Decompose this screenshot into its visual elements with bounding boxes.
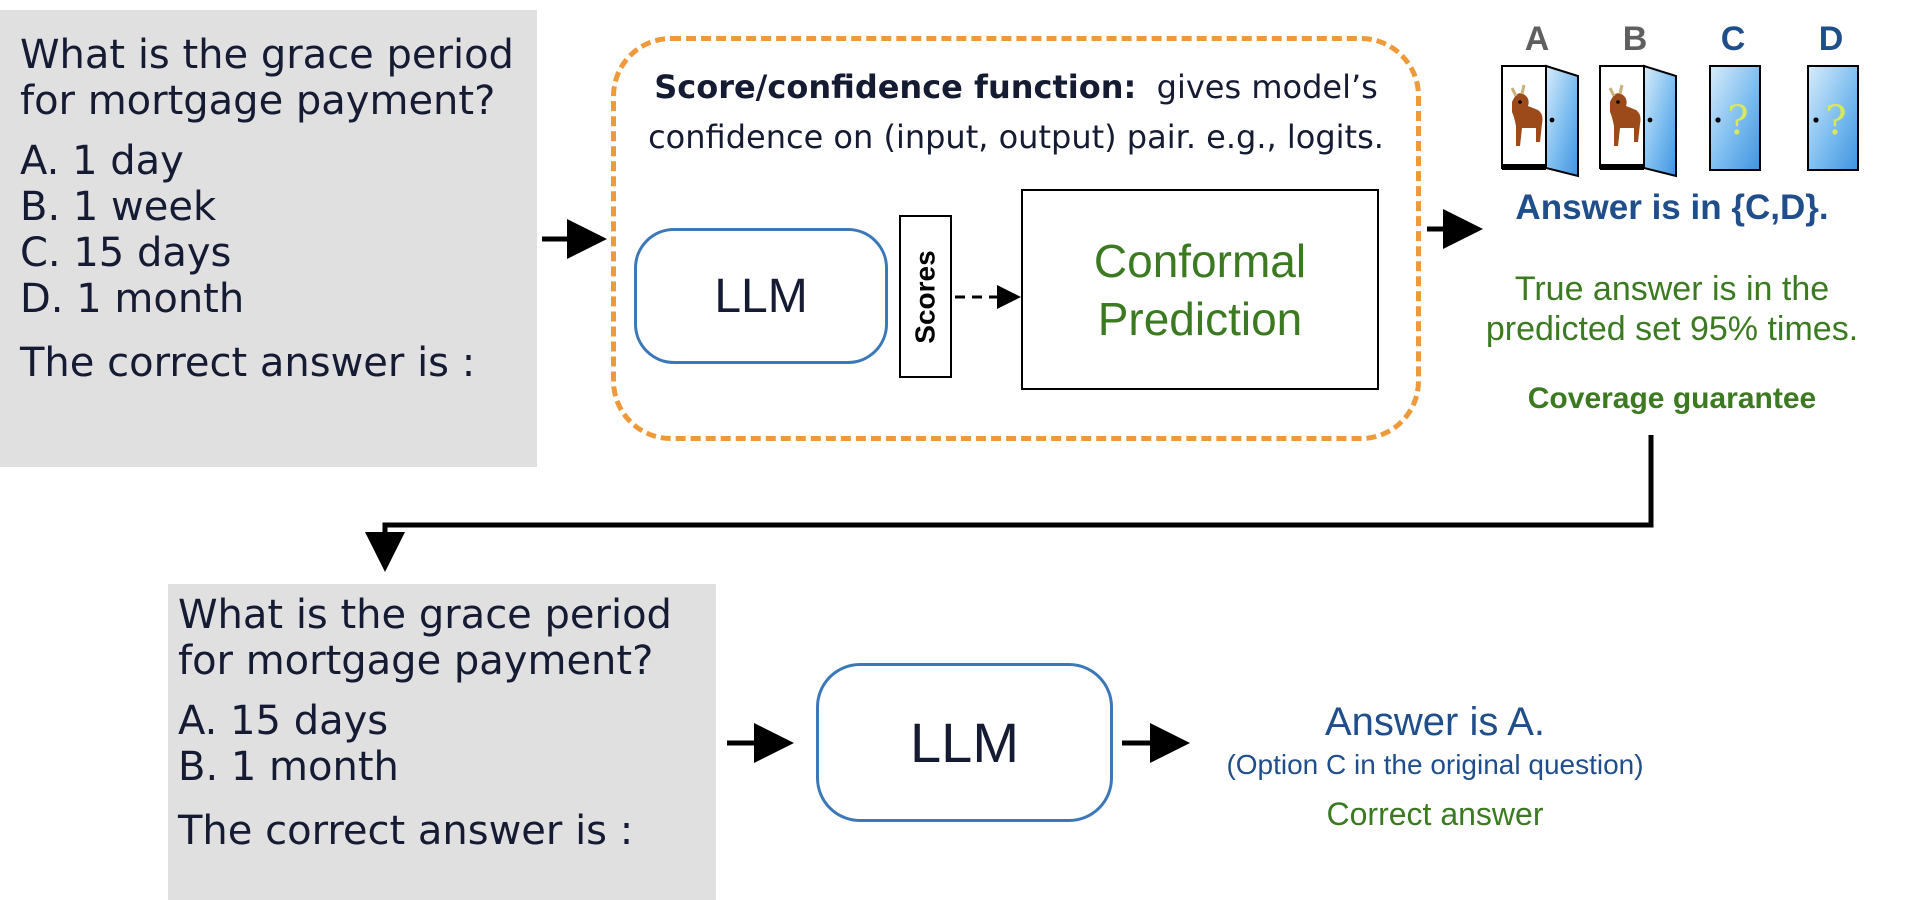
bottom-option-a: A. 15 days — [178, 698, 389, 744]
scores-box: Scores — [899, 215, 952, 378]
coverage-guarantee-label: Coverage guarantee — [1527, 382, 1817, 415]
door-letters: A B C D — [1497, 20, 1877, 70]
top-question-text: What is the grace period for mortgage pa… — [20, 32, 514, 124]
llm-box-top: LLM — [634, 228, 888, 364]
score-function-line-2: confidence on (input, output) pair. e.g.… — [648, 118, 1384, 156]
door-letter-d: D — [1818, 20, 1844, 58]
conformal-prediction-box: Conformal Prediction — [1021, 189, 1379, 390]
door-b-open-goat-icon — [1599, 64, 1677, 178]
score-function-line-1: Score/confidence function: gives model’s — [615, 62, 1417, 112]
door-d-closed-question-icon: ? — [1807, 65, 1859, 171]
scores-label: Scores — [909, 249, 941, 344]
llm-label-bottom: LLM — [910, 711, 1019, 774]
top-question-box: What is the grace period for mortgage pa… — [0, 10, 537, 467]
llm-label-top: LLM — [714, 269, 808, 323]
door-letter-a: A — [1524, 20, 1550, 58]
correct-answer-label: Correct answer — [1326, 796, 1544, 832]
top-option-c: C. 15 days — [20, 230, 232, 276]
door-a-open-goat-icon — [1501, 64, 1579, 178]
doors-illustration: ? ? — [1501, 64, 1859, 178]
svg-text:?: ? — [1825, 98, 1846, 144]
score-function-title: Score/confidence function: — [654, 68, 1137, 106]
top-option-b: B. 1 week — [20, 184, 217, 230]
top-option-a: A. 1 day — [20, 138, 184, 184]
conformal-prediction-label: Conformal Prediction — [1093, 234, 1307, 345]
door-c-closed-question-icon: ? — [1709, 65, 1761, 171]
top-option-d: D. 1 month — [20, 276, 245, 322]
final-answer-note: (Option C in the original question) — [1226, 749, 1644, 780]
bottom-question-tail: The correct answer is : — [178, 808, 634, 854]
score-function-box — [611, 36, 1421, 441]
final-answer-text: Answer is A. — [1324, 700, 1546, 744]
svg-text:?: ? — [1727, 98, 1748, 144]
bottom-question-box: What is the grace period for mortgage pa… — [168, 584, 716, 900]
llm-box-bottom: LLM — [816, 663, 1113, 822]
predicted-set-text: Answer is in {C,D}. — [1515, 188, 1829, 227]
bottom-question-text: What is the grace period for mortgage pa… — [178, 592, 672, 684]
coverage-description: True answer is in the predicted set 95% … — [1485, 270, 1859, 348]
bottom-option-b: B. 1 month — [178, 744, 399, 790]
score-function-line1-rest: gives model’s — [1156, 68, 1378, 106]
door-letter-c: C — [1720, 20, 1746, 58]
door-letter-b: B — [1622, 20, 1648, 58]
top-question-tail: The correct answer is : — [20, 340, 476, 386]
score-function-description: Score/confidence function: gives model’s… — [615, 62, 1417, 162]
connector-coverage-to-bottom — [365, 435, 1654, 572]
